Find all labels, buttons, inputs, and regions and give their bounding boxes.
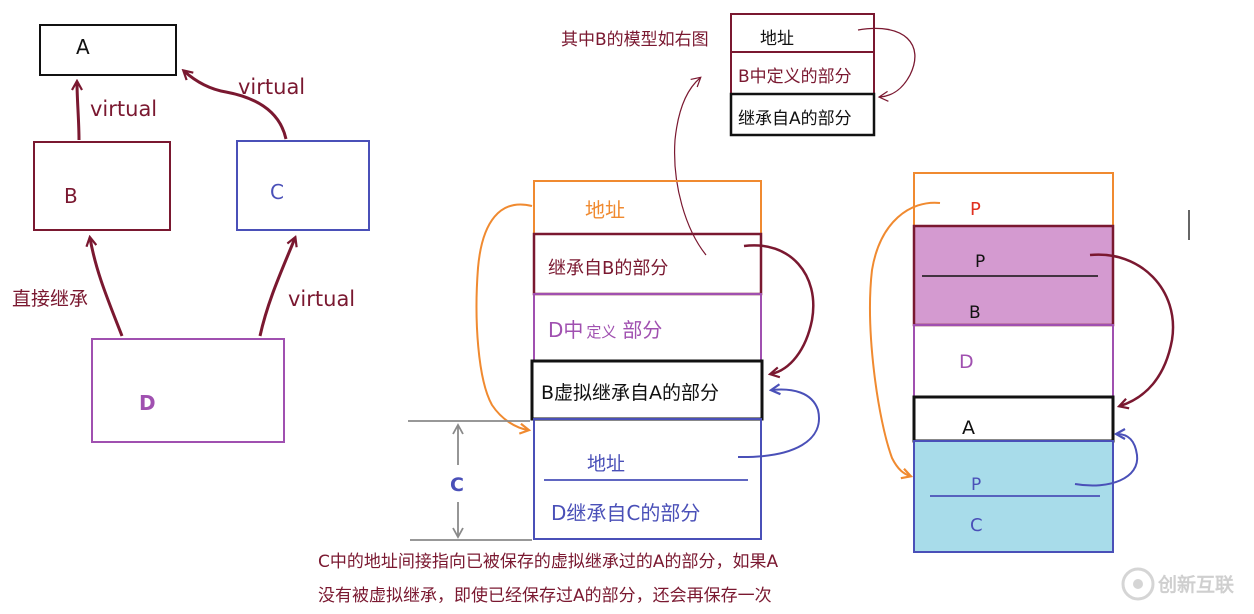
right-c-p-arrow: [1074, 434, 1139, 487]
right-row-b-p-label: P: [975, 252, 985, 272]
b-model-row-address: [730, 13, 875, 53]
c-marker-label: C: [450, 474, 464, 496]
arrow-d-to-c: [258, 238, 295, 337]
d-part-suffix: 部分: [622, 318, 662, 342]
watermark-logo-dot: [1133, 579, 1143, 589]
watermark-logo-icon: [1121, 567, 1155, 601]
right-row-b-label: B: [969, 303, 981, 323]
right-row-top-p: [913, 172, 1114, 227]
b-model-row-address-label: 地址: [760, 29, 794, 49]
b-model-caption: 其中B的模型如右图: [561, 30, 709, 50]
note-line-1: C中的地址间接指向已被保存的虚拟继承过的A的部分，如果A: [318, 552, 778, 572]
class-c-box: [236, 140, 370, 231]
class-b-label: B: [64, 184, 78, 208]
b-model-pointer-arrow: [673, 76, 707, 256]
note-line-2: 没有被虚拟继承，即使已经保存过A的部分，还会再保存一次: [318, 585, 772, 606]
right-row-d: [913, 324, 1114, 398]
d-part-prefix: D中: [548, 318, 583, 342]
right-row-c-label: C: [970, 515, 983, 536]
d-c-address-arrow: [737, 390, 820, 459]
d-row-virtual-a-label: B虚拟继承自A的部分: [541, 382, 719, 404]
watermark-text: 创新互联: [1157, 573, 1234, 596]
right-row-a-label: A: [962, 417, 975, 439]
edge-d-c-label: virtual: [288, 287, 355, 311]
d-row-address-label: 地址: [585, 198, 625, 222]
class-a-box: [39, 24, 177, 76]
right-b-p-arrow: [1089, 253, 1175, 406]
d-row-c-address-label: 地址: [587, 453, 625, 475]
class-c-label: C: [270, 180, 284, 204]
d-row-address: [533, 180, 762, 235]
arrow-c-to-a: [184, 71, 288, 140]
right-row-top-p-label: P: [970, 199, 981, 220]
right-row-d-label: D: [959, 351, 974, 373]
d-row-c-part: [533, 418, 762, 540]
b-model-row-a-part: [729, 92, 876, 137]
right-row-a: [912, 395, 1115, 443]
class-d-box: [91, 338, 285, 443]
arrow-d-to-b: [90, 238, 124, 337]
edge-d-b-label: 直接继承: [12, 288, 88, 310]
right-top-p-arrow: [869, 201, 941, 476]
d-b-address-arrow: [743, 244, 815, 374]
arrow-b-to-a: [77, 82, 79, 141]
b-model-row-b-part-label: B中定义的部分: [738, 67, 852, 87]
d-row-c-part-label: D继承自C的部分: [551, 501, 700, 525]
watermark-logo: 创新互联: [1121, 567, 1234, 601]
d-part-mid: 定义: [586, 323, 616, 341]
b-model-address-arrow: [857, 27, 916, 102]
d-row-b-part-label: 继承自B的部分: [548, 258, 668, 279]
class-a-label: A: [76, 35, 90, 59]
b-model-row-a-part-label: 继承自A的部分: [738, 109, 852, 129]
d-address-arrow: [475, 203, 533, 430]
class-b-box: [33, 141, 171, 231]
right-row-c-p-label: P: [971, 475, 981, 495]
edge-c-a-label: virtual: [238, 75, 305, 99]
d-row-d-part-label: D中定义部分: [548, 318, 662, 342]
edge-b-a-label: virtual: [90, 97, 157, 121]
class-d-label: D: [139, 391, 156, 415]
